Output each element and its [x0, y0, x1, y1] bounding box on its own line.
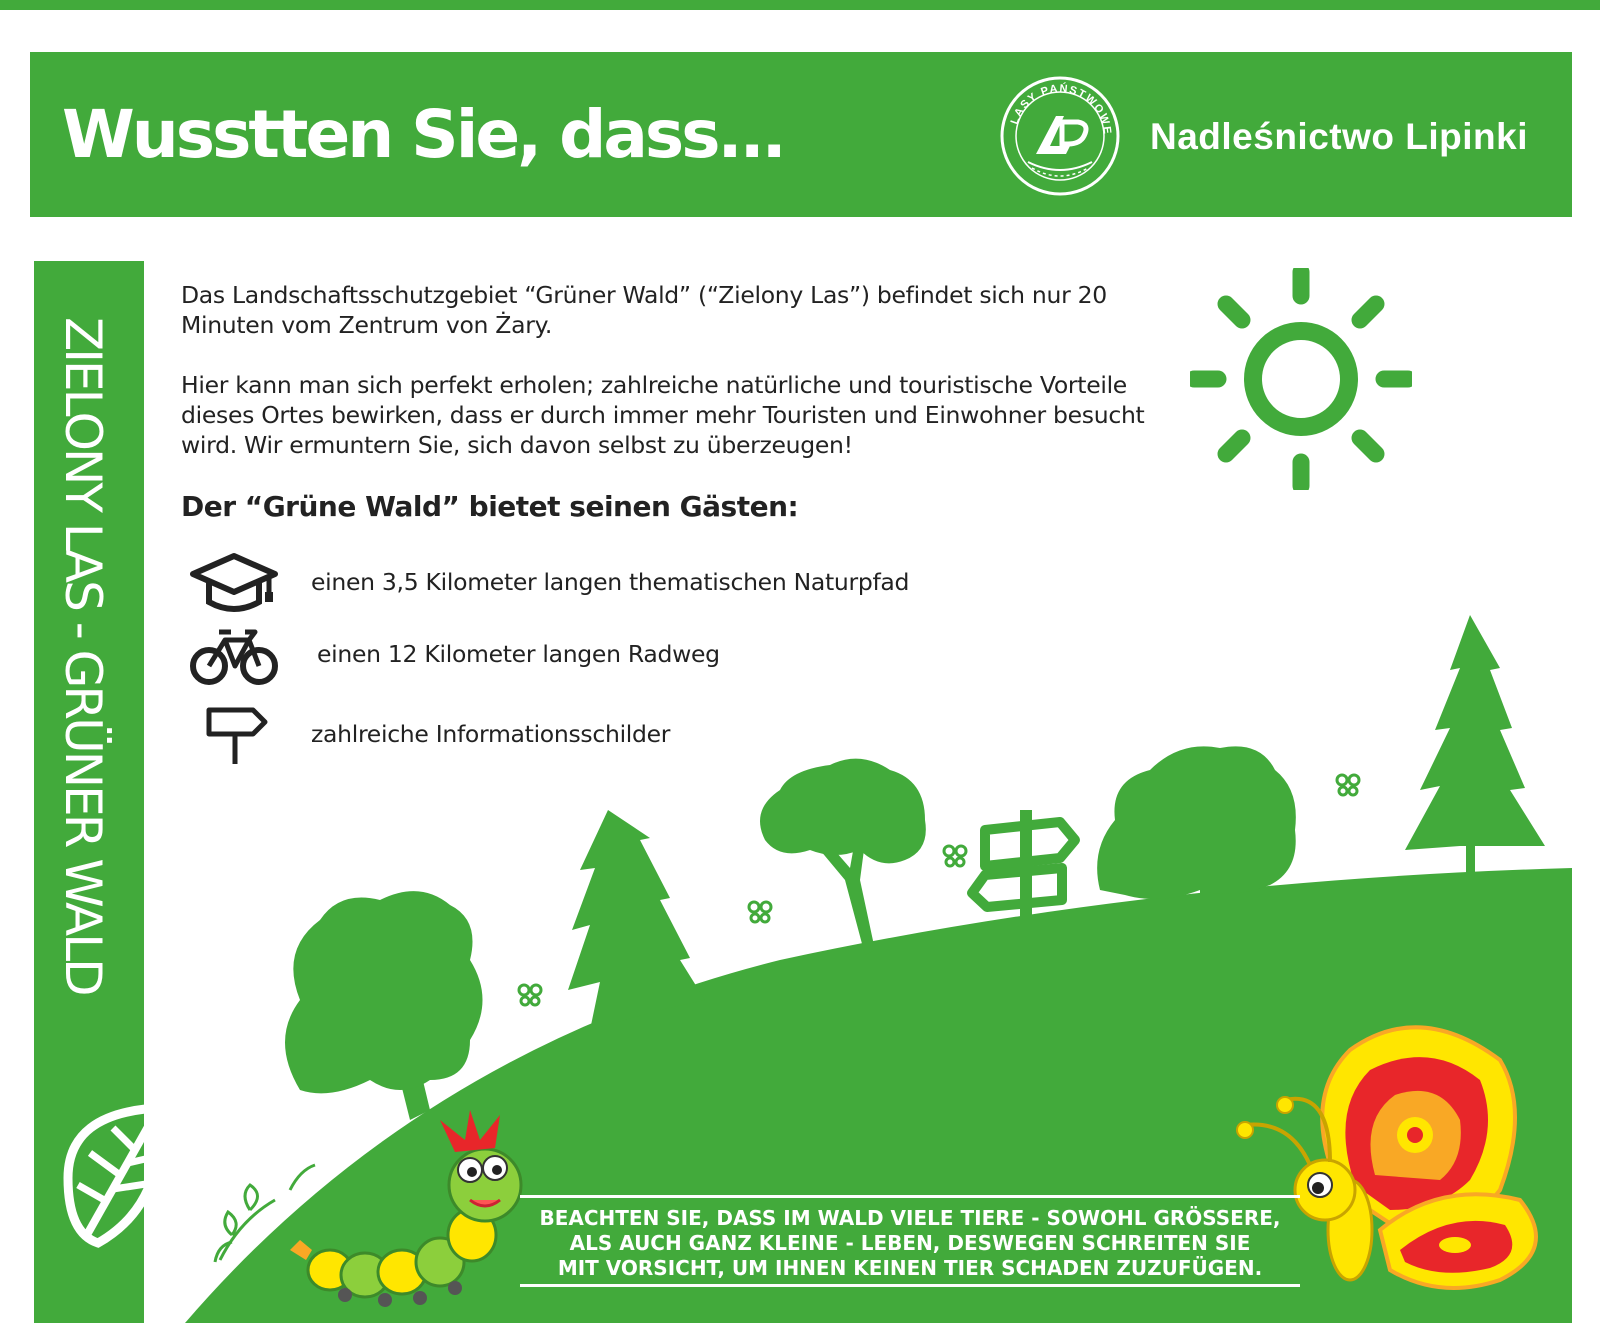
tree-illustration — [285, 891, 483, 1120]
lasy-panstwowe-logo-icon: LASY PAŃSTWOWE — [1000, 76, 1120, 196]
sidebar-vertical-title: ZIELONY LAS - GRÜNER WALD — [54, 317, 112, 994]
top-accent-line — [0, 0, 1600, 10]
header-banner: Wusstten Sie, dass... LASY PAŃSTWOWE Nad… — [30, 52, 1572, 217]
feature-item: einen 12 Kilometer langen Radweg — [181, 622, 1081, 692]
notice-line: MIT VORSICHT, UM IHNEN KEINEN TIER SCHAD… — [557, 1256, 1263, 1280]
organization-name: Nadleśnictwo Lipinki — [1150, 116, 1528, 157]
intro-paragraph-2: Hier kann man sich perfekt erholen; zahl… — [181, 371, 1145, 459]
notice-line: ALS AUCH GANZ KLEINE - LEBEN, DESWEGEN S… — [569, 1231, 1251, 1255]
feature-item: zahlreiche Informationsschilder — [181, 702, 1081, 772]
small-butterfly-icons — [517, 773, 1361, 1007]
graduation-cap-icon — [190, 553, 278, 612]
signpost-illustration — [967, 810, 1080, 920]
notice-line: BEACHTEN SIE, DASS IM WALD VIELE TIERE -… — [539, 1206, 1281, 1230]
feature-label: einen 3,5 Kilometer langen thematischen … — [311, 568, 910, 596]
intro-paragraph-1: Das Landschaftsschutzgebiet “Grüner Wald… — [181, 281, 1107, 339]
features-heading: Der “Grüne Wald” bietet seinen Gästen: — [181, 490, 799, 523]
tree-illustration — [1097, 746, 1296, 900]
feature-item: einen 3,5 Kilometer langen thematischen … — [181, 550, 1081, 620]
leaf-icon — [63, 1104, 144, 1248]
feature-label: zahlreiche Informationsschilder — [311, 720, 671, 748]
notice-box: BEACHTEN SIE, DASS IM WALD VIELE TIERE -… — [520, 1195, 1300, 1287]
butterfly-illustration — [1236, 1025, 1538, 1290]
page-title: Wusstten Sie, dass... — [62, 96, 787, 173]
bicycle-icon — [190, 629, 278, 685]
sidebar-banner: ZIELONY LAS - GRÜNER WALD — [34, 261, 144, 1323]
tree-illustration — [760, 758, 926, 955]
sun-icon — [1190, 268, 1412, 490]
feature-label: einen 12 Kilometer langen Radweg — [317, 640, 720, 668]
tree-illustration — [1405, 615, 1545, 875]
tree-illustration — [568, 810, 705, 1030]
plant-illustration — [213, 1163, 316, 1263]
signpost-icon — [206, 707, 268, 764]
caterpillar-illustration — [290, 1110, 523, 1307]
